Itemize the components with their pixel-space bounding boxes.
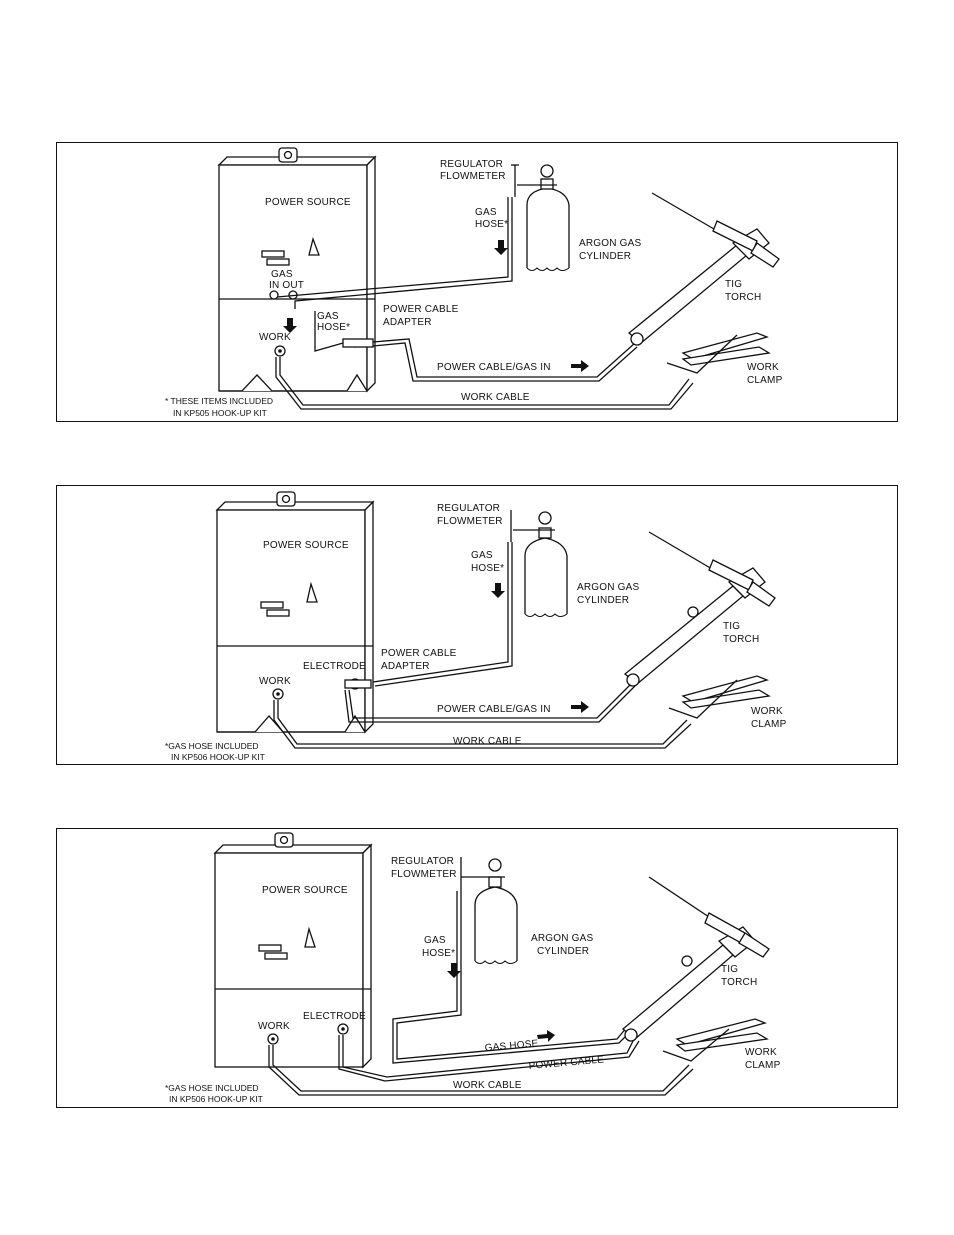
power-cable-gas-in-label: POWER CABLE/GAS IN xyxy=(437,362,551,373)
kit-note-line-2: IN KP505 HOOK-UP KIT xyxy=(173,408,267,418)
hookup-diagram-kp506-b: REGULATOR FLOWMETER POWER SOURCE ARGON G… xyxy=(56,828,898,1108)
regulator-label: REGULATOR xyxy=(440,159,503,170)
electrode-label: ELECTRODE xyxy=(303,661,366,672)
work-label: WORK xyxy=(258,1021,290,1032)
hookup-diagram-kp506-a: REGULATOR FLOWMETER POWER SOURCE GAS HOS… xyxy=(56,485,898,765)
power-source-cabinet xyxy=(217,147,377,393)
work-clamp-label: WORK xyxy=(747,362,779,373)
gas-hose-line xyxy=(374,542,513,687)
cylinder-label: CYLINDER xyxy=(577,595,629,606)
work-clamp xyxy=(668,675,771,719)
power-cable-gas-in-label: POWER CABLE/GAS IN xyxy=(437,704,551,715)
argon-label: ARGON GAS xyxy=(579,238,641,249)
work-cable-label: WORK CABLE xyxy=(453,1080,522,1091)
gas-hose-star-label: HOSE* xyxy=(475,219,508,230)
work-label: WORK xyxy=(259,332,291,343)
tig-torch xyxy=(621,876,770,1042)
work-clamp xyxy=(666,332,771,374)
power-cable-label: POWER CABLE xyxy=(528,1054,604,1072)
gas-hose-label: GAS xyxy=(471,550,493,561)
gas-hose-label: GAS xyxy=(475,207,497,218)
diagram-1-drawing: REGULATOR FLOWMETER POWER SOURCE GAS HOS… xyxy=(165,147,783,418)
torch-label: TORCH xyxy=(725,292,761,303)
gas-hose-2-down-arrow xyxy=(283,318,297,333)
power-cable-gas-in-line xyxy=(372,338,636,378)
work-cable-line xyxy=(272,1045,690,1092)
power-source-cabinet xyxy=(215,491,375,734)
tig-label: TIG xyxy=(725,279,742,290)
cylinder-label: CYLINDER xyxy=(537,946,589,957)
gas-hose-down-arrow xyxy=(491,583,505,598)
gas-hose-down-arrow xyxy=(447,963,461,978)
power-source-cabinet xyxy=(213,832,373,1069)
argon-gas-cylinder xyxy=(510,510,568,617)
gas-hose-star-label: HOSE* xyxy=(471,563,504,574)
work-clamp xyxy=(662,1018,769,1062)
work-cable-label: WORK CABLE xyxy=(453,736,522,747)
argon-gas-cylinder xyxy=(460,857,518,964)
power-cable-line xyxy=(342,1035,636,1078)
kit-note-line-2: IN KP506 HOOK-UP KIT xyxy=(169,1094,263,1104)
work-clamp-label: WORK xyxy=(751,706,783,717)
gas-hose-star-label: HOSE* xyxy=(422,948,455,959)
gas-hose-2-star-label: HOSE* xyxy=(317,322,350,333)
power-cable-arrow xyxy=(571,360,589,372)
hookup-diagram-kp505: REGULATOR FLOWMETER POWER SOURCE GAS HOS… xyxy=(56,142,898,422)
gas-hose-line-label: GAS HOSE xyxy=(484,1038,539,1054)
electrode-label: ELECTRODE xyxy=(303,1011,366,1022)
argon-label: ARGON GAS xyxy=(531,933,593,944)
tig-torch xyxy=(627,192,780,346)
power-source-label: POWER SOURCE xyxy=(263,540,349,551)
gas-hose-arrow xyxy=(537,1030,555,1042)
flowmeter-label: FLOWMETER xyxy=(391,869,457,880)
kit-note-line-1: * THESE ITEMS INCLUDED xyxy=(165,396,273,406)
cylinder-label: CYLINDER xyxy=(579,251,631,262)
torch-label: TORCH xyxy=(723,634,759,645)
gas-hose-label: GAS xyxy=(424,935,446,946)
tig-torch xyxy=(623,531,776,687)
clamp-label: CLAMP xyxy=(751,719,787,730)
power-cable-adapter xyxy=(342,338,374,348)
kit-note-line-1: *GAS HOSE INCLUDED xyxy=(165,741,259,751)
in-out-label: IN OUT xyxy=(269,280,304,291)
work-label: WORK xyxy=(259,676,291,687)
work-cable-line xyxy=(277,700,688,745)
work-cable-line xyxy=(279,357,690,406)
gas-hose-2-label: GAS xyxy=(317,311,339,322)
argon-label: ARGON GAS xyxy=(577,582,639,593)
kit-note-line-1: *GAS HOSE INCLUDED xyxy=(165,1083,259,1093)
clamp-label: CLAMP xyxy=(747,375,783,386)
diagram-2-drawing: REGULATOR FLOWMETER POWER SOURCE GAS HOS… xyxy=(165,491,787,762)
adapter-label: POWER CABLE xyxy=(381,648,457,659)
adapter-2-label: ADAPTER xyxy=(381,661,430,672)
tig-label: TIG xyxy=(723,621,740,632)
work-clamp-label: WORK xyxy=(745,1047,777,1058)
gas-in-out-label: GAS xyxy=(271,269,293,280)
adapter-2-label: ADAPTER xyxy=(383,317,432,328)
clamp-label: CLAMP xyxy=(745,1060,781,1071)
torch-label: TORCH xyxy=(721,977,757,988)
power-cable-arrow xyxy=(571,701,589,713)
gas-hose-line xyxy=(396,891,628,1060)
diagram-3-drawing: REGULATOR FLOWMETER POWER SOURCE ARGON G… xyxy=(165,832,781,1104)
flowmeter-label: FLOWMETER xyxy=(440,171,506,182)
power-cable-adapter xyxy=(344,678,372,690)
power-source-label: POWER SOURCE xyxy=(262,885,348,896)
power-cable-gas-in-line xyxy=(348,681,634,719)
regulator-label: REGULATOR xyxy=(437,503,500,514)
tig-label: TIG xyxy=(721,964,738,975)
work-cable-label: WORK CABLE xyxy=(461,392,530,403)
power-source-label: POWER SOURCE xyxy=(265,197,351,208)
kit-note-line-2: IN KP506 HOOK-UP KIT xyxy=(171,752,265,762)
flowmeter-label: FLOWMETER xyxy=(437,516,503,527)
gas-hose-line xyxy=(294,197,513,309)
gas-hose-down-arrow xyxy=(494,240,508,255)
regulator-label: REGULATOR xyxy=(391,856,454,867)
adapter-label: POWER CABLE xyxy=(383,304,459,315)
argon-gas-cylinder xyxy=(511,164,570,271)
